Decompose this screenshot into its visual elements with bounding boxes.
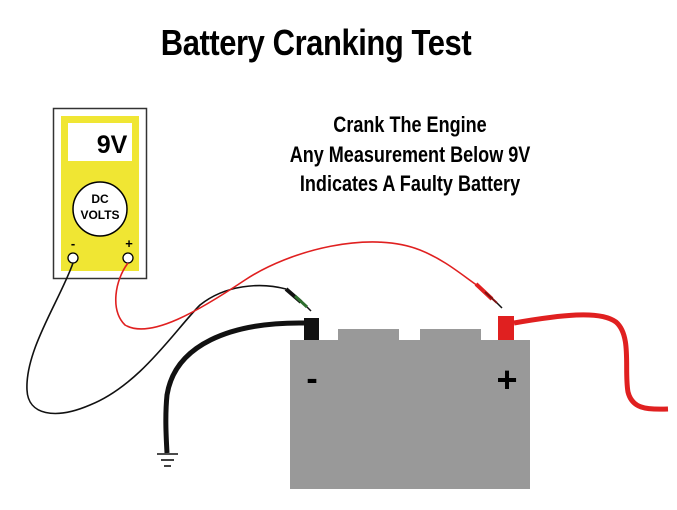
multimeter-negative-jack (67, 252, 79, 264)
multimeter-dial (72, 181, 128, 237)
positive-battery-cable (513, 312, 669, 412)
multimeter-dial-volts: VOLTS (80, 208, 119, 222)
instruction-line-3: Indicates A Faulty Battery (299, 171, 521, 196)
negative-test-lead (26, 262, 287, 415)
multimeter-dial-dc: DC (91, 192, 109, 206)
multimeter-positive-jack (122, 252, 134, 264)
instruction-line-2: Any Measurement Below 9V (289, 141, 531, 167)
battery-top-cap-left (338, 329, 399, 340)
battery-negative-label: - (306, 360, 317, 398)
multimeter-negative-label: - (71, 236, 75, 251)
negative-probe (284, 287, 312, 312)
ground-icon (157, 453, 178, 467)
battery-negative-terminal (304, 318, 319, 340)
battery-positive-terminal (498, 316, 514, 340)
multimeter-display (68, 123, 132, 161)
instruction-text: Crank The Engine Any Measurement Below 9… (212, 110, 608, 199)
battery-positive-label: + (496, 359, 517, 400)
multimeter: 9V DC VOLTS - + (52, 107, 148, 280)
positive-test-lead (114, 241, 479, 330)
diagram-title: Battery Cranking Test (160, 22, 472, 63)
instruction-line-1: Crank The Engine (333, 112, 487, 137)
battery-case (290, 340, 530, 489)
multimeter-positive-label: + (125, 236, 133, 251)
battery: - + (290, 316, 530, 489)
positive-probe (474, 282, 503, 309)
battery-top-cap-right (420, 329, 481, 340)
ground-cable (163, 320, 305, 454)
multimeter-reading: 9V (97, 131, 128, 159)
